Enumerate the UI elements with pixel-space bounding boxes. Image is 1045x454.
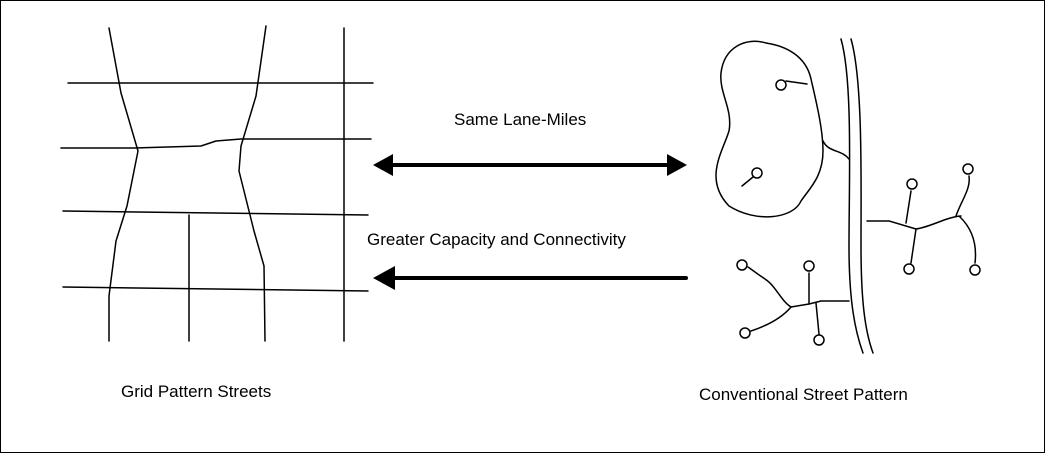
grid-street-network — [60, 25, 374, 342]
left-arrow — [373, 266, 688, 290]
loop-culdesac-2-stem — [741, 176, 754, 187]
loop-street — [715, 40, 824, 218]
conventional-street-network — [715, 38, 981, 354]
double-arrow-left-head — [373, 154, 393, 176]
lower-branch-d — [750, 306, 792, 332]
grid-street-h2 — [60, 138, 372, 149]
left-arrow-head — [373, 266, 395, 290]
right-branch-c — [955, 175, 970, 217]
right-branch-b-bulb — [903, 263, 915, 275]
grid-street-v1 — [108, 27, 139, 342]
lower-branch-a-bulb — [736, 259, 748, 271]
loop-culdesac-2-bulb — [751, 167, 763, 179]
same-lane-miles-label: Same Lane-Miles — [454, 110, 587, 129]
right-branch-c-bulb — [962, 163, 974, 175]
grid-pattern-caption: Grid Pattern Streets — [121, 382, 272, 401]
right-branch-trunk — [866, 215, 962, 230]
arterial-road-right-edge — [850, 38, 874, 354]
right-branch-a-bulb — [906, 178, 918, 190]
lower-branch-a — [747, 266, 792, 308]
grid-street-h3 — [62, 210, 369, 216]
conventional-pattern-caption: Conventional Street Pattern — [699, 385, 908, 404]
loop-culdesac-1-stem — [785, 80, 808, 85]
lower-branch-c — [815, 302, 820, 335]
loop-culdesac-1-bulb — [775, 79, 787, 91]
grid-street-h4 — [62, 286, 369, 292]
right-branch-d-bulb — [969, 264, 981, 276]
right-branch-b — [910, 228, 917, 264]
lower-branch-d-bulb — [739, 327, 751, 339]
double-arrow-right-head — [667, 154, 687, 176]
loop-connector — [822, 140, 850, 160]
arterial-road-left-edge — [840, 38, 864, 354]
right-branch-d — [958, 215, 977, 264]
lower-branch-c-bulb — [813, 334, 825, 346]
grid-street-v2 — [238, 25, 267, 342]
lower-branch-b-bulb — [803, 260, 815, 272]
greater-capacity-label: Greater Capacity and Connectivity — [367, 230, 626, 249]
right-branch-a — [905, 190, 912, 224]
lower-branch-trunk — [790, 300, 850, 308]
double-arrow — [373, 154, 687, 176]
